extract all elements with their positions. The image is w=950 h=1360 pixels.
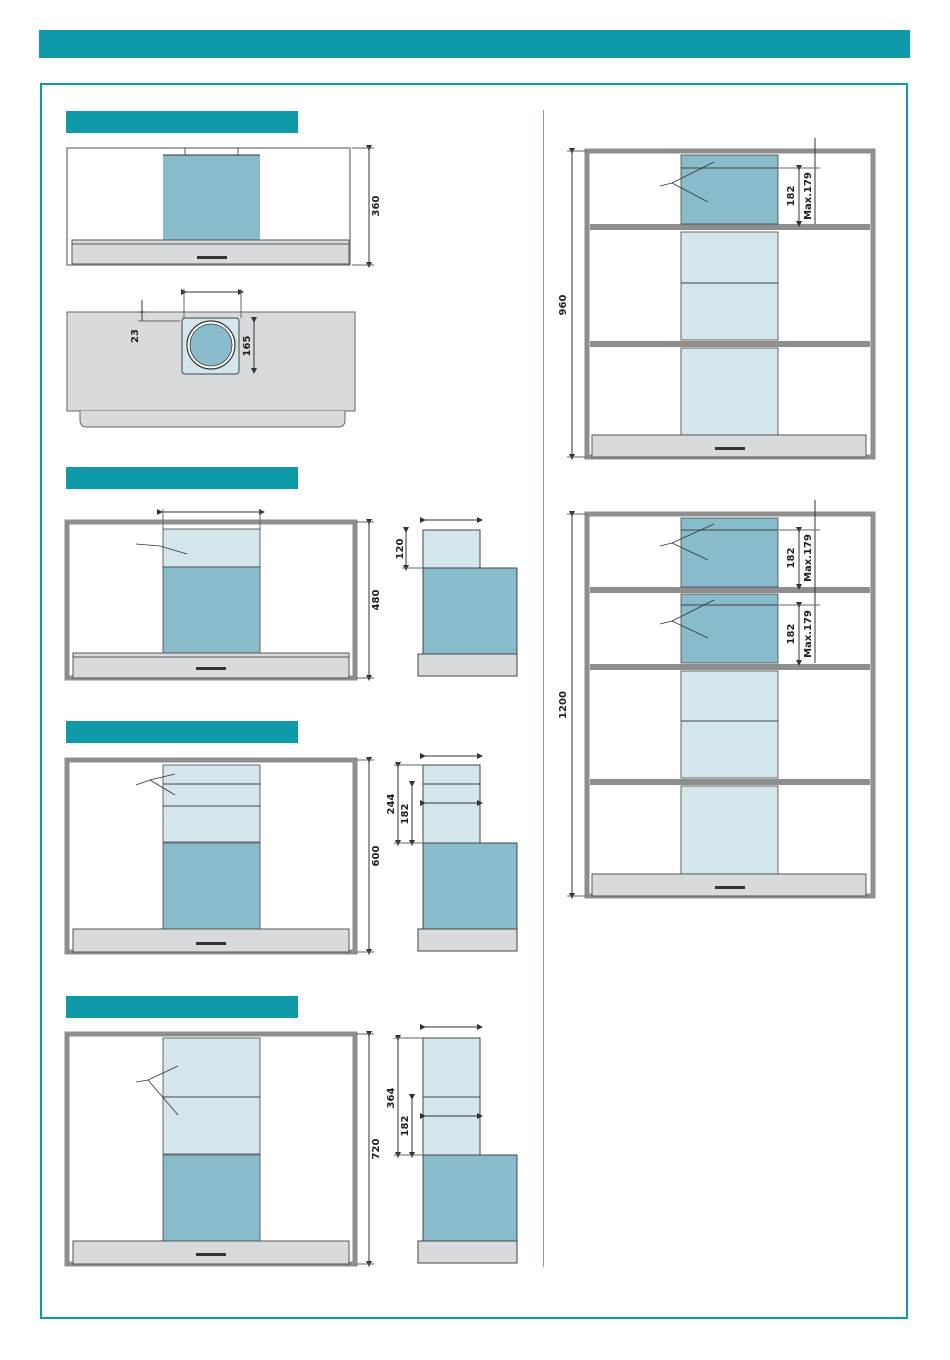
dim-244: 244 xyxy=(386,794,397,815)
dim-480: 480 xyxy=(371,590,382,611)
dim-182-side-720: 182 xyxy=(400,1116,411,1137)
dim-max179-1200-upper: Max.179 xyxy=(803,534,814,582)
dim-182-side-600: 182 xyxy=(400,804,411,825)
exhaust-outlet xyxy=(190,324,232,366)
hood-side-720: 364 182 xyxy=(386,1027,517,1263)
hood-front-360: 360 xyxy=(67,148,382,265)
hood-front-480: 480 xyxy=(67,509,382,678)
dim-182-1200-lower: 182 xyxy=(786,624,797,645)
control-strip xyxy=(197,256,227,259)
dim-182-960: 182 xyxy=(786,186,797,207)
hood-front-720: 720 xyxy=(67,1034,382,1264)
hood-side-600: 244 182 xyxy=(386,756,517,951)
dim-600: 600 xyxy=(371,846,382,867)
dim-360: 360 xyxy=(371,196,382,217)
dim-960: 960 xyxy=(558,295,569,316)
dim-23: 23 xyxy=(130,329,141,343)
hood-front-1200: 1200 182 Max.179 182 Max.179 xyxy=(558,500,873,896)
hood-front-960: 960 182 Max.179 xyxy=(558,138,873,457)
dim-max179-960: Max.179 xyxy=(803,172,814,220)
dim-182-1200-upper: 182 xyxy=(786,548,797,569)
dim-120: 120 xyxy=(395,539,406,560)
dim-165: 165 xyxy=(242,336,253,357)
hood-side-480: 120 xyxy=(395,520,517,676)
dim-364: 364 xyxy=(386,1088,397,1109)
dim-max179-1200-lower: Max.179 xyxy=(803,610,814,658)
dim-1200: 1200 xyxy=(558,691,569,719)
hood-top-view: 23 165 xyxy=(67,289,355,427)
chimney-duct xyxy=(163,155,260,240)
hood-front-600: 600 xyxy=(67,760,382,952)
dim-720: 720 xyxy=(371,1139,382,1160)
